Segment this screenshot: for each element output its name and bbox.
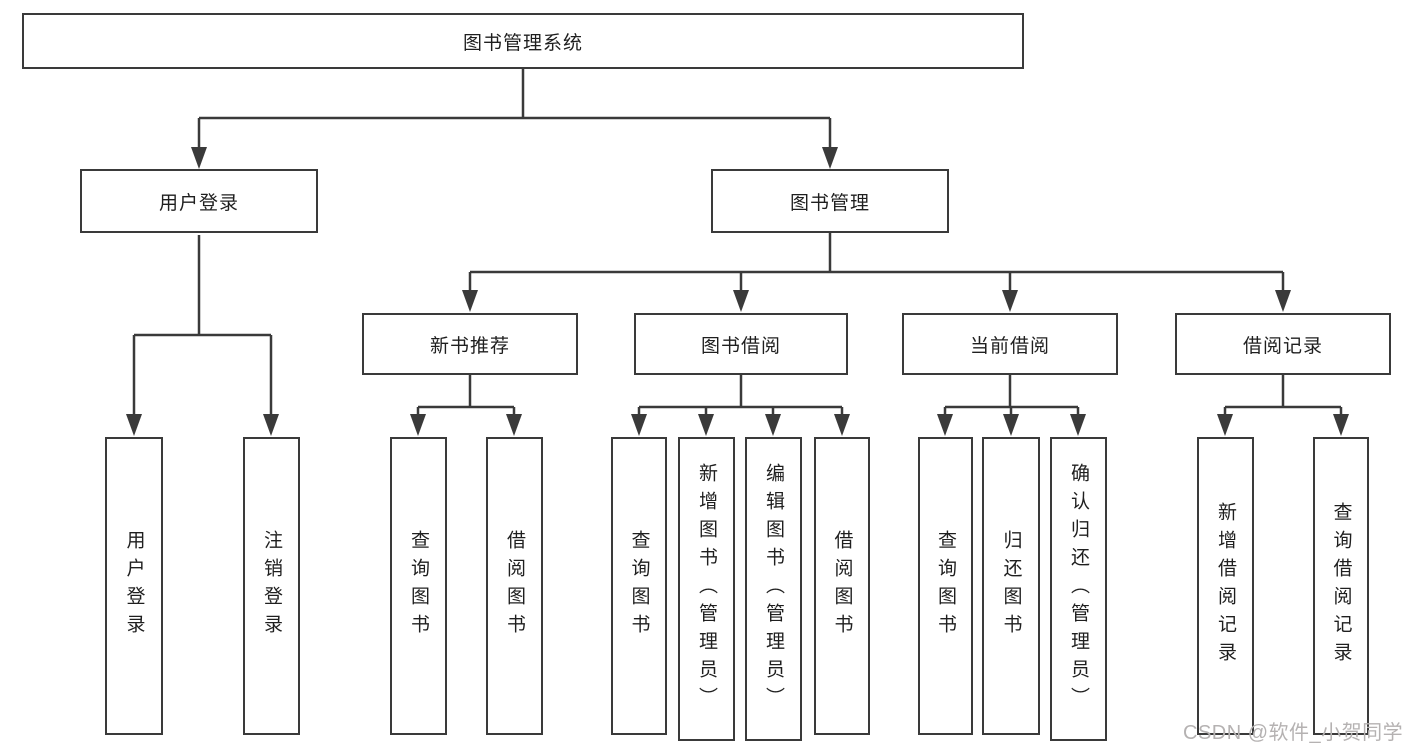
arrow-down-icon (1333, 414, 1349, 436)
node-label: 查询图书 (628, 530, 650, 642)
node-label: 图书管理系统 (462, 32, 583, 54)
node-label: 借阅图书 (831, 530, 853, 642)
csdn-watermark: CSDN @软件_小贺同学 (1183, 722, 1404, 744)
node-label: 用户登录 (123, 530, 145, 642)
node-book-borrowing: 图书借阅 (634, 313, 848, 375)
node-label: 图书管理 (789, 192, 870, 214)
node-label: 当前借阅 (969, 335, 1050, 357)
arrow-down-icon (462, 290, 478, 312)
node-label: 借阅记录 (1242, 335, 1323, 357)
node-user-login-leaf: 用户登录 (105, 437, 163, 735)
node-confirm-return-admin: 确认归还（管理员） (1050, 437, 1107, 741)
node-edit-book-admin: 编辑图书（管理员） (745, 437, 802, 741)
node-new-book-recommendation: 新书推荐 (362, 313, 578, 375)
node-label: 用户登录 (158, 192, 239, 214)
node-label: 图书借阅 (700, 335, 781, 357)
node-query-books-recommend: 查询图书 (390, 437, 447, 735)
arrow-down-icon (506, 414, 522, 436)
node-book-management: 图书管理 (711, 169, 949, 233)
node-add-book-admin: 新增图书（管理员） (678, 437, 735, 741)
node-label: 新书推荐 (429, 335, 510, 357)
arrow-down-icon (410, 414, 426, 436)
node-add-borrow-record: 新增借阅记录 (1197, 437, 1254, 735)
node-logout: 注销登录 (243, 437, 300, 735)
node-label: 注销登录 (261, 530, 282, 642)
node-borrow-book-borrowing: 借阅图书 (814, 437, 870, 735)
node-query-borrow-record: 查询借阅记录 (1313, 437, 1369, 735)
node-user-login: 用户登录 (80, 169, 318, 233)
node-label: 查询图书 (408, 530, 429, 642)
arrow-down-icon (191, 147, 207, 169)
node-label: 归还图书 (1000, 530, 1022, 642)
node-current-borrowing: 当前借阅 (902, 313, 1118, 375)
node-borrowing-records: 借阅记录 (1175, 313, 1391, 375)
node-label: 借阅图书 (504, 530, 525, 642)
arrow-down-icon (765, 414, 781, 436)
node-label: 确认归还（管理员） (1068, 463, 1089, 715)
arrow-down-icon (126, 414, 142, 436)
node-borrow-book-recommend: 借阅图书 (486, 437, 543, 735)
node-label: 新增图书（管理员） (696, 463, 717, 715)
arrow-down-icon (1275, 290, 1291, 312)
arrow-down-icon (1003, 414, 1019, 436)
arrow-down-icon (263, 414, 279, 436)
node-library-management-system: 图书管理系统 (22, 13, 1024, 69)
arrowheads (126, 147, 1349, 436)
node-return-book: 归还图书 (982, 437, 1040, 735)
arrow-down-icon (1217, 414, 1233, 436)
node-label: 查询图书 (935, 530, 956, 642)
node-label: 新增借阅记录 (1215, 502, 1236, 670)
arrow-down-icon (937, 414, 953, 436)
arrow-down-icon (1070, 414, 1086, 436)
connector-path (132, 69, 1343, 417)
arrow-down-icon (1002, 290, 1018, 312)
arrow-down-icon (822, 147, 838, 169)
node-label: 编辑图书（管理员） (763, 463, 784, 715)
node-query-books-borrowing: 查询图书 (611, 437, 667, 735)
node-query-books-current: 查询图书 (918, 437, 973, 735)
arrow-down-icon (631, 414, 647, 436)
arrow-down-icon (834, 414, 850, 436)
node-label: 查询借阅记录 (1330, 502, 1352, 670)
arrow-down-icon (733, 290, 749, 312)
arrow-down-icon (698, 414, 714, 436)
